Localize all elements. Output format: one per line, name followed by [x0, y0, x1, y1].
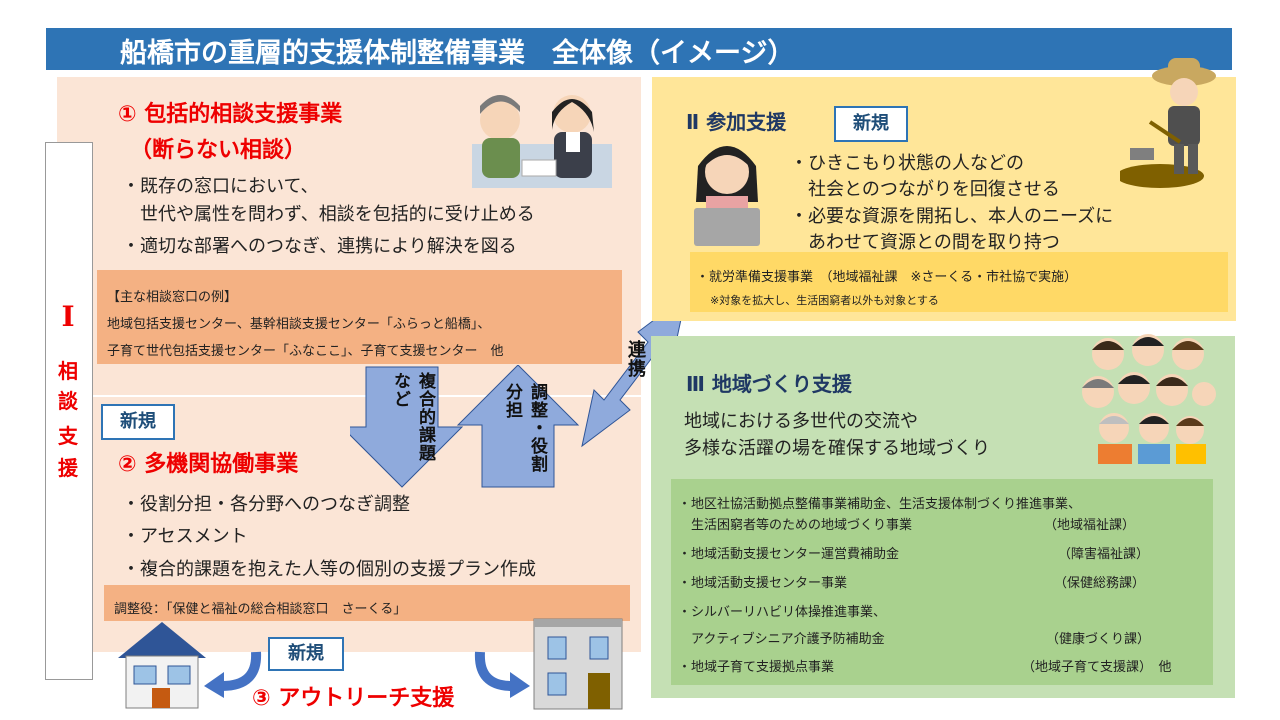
section1-bullet: ・適切な部署へのつなぎ、連携により解決を図る [122, 236, 517, 257]
program-dept: （地域子育て支援課） 他 [1022, 660, 1172, 675]
employment-support-line: ・就労準備支援事業 （地域福祉課 ※さーくる・市社協で実施） [696, 270, 1078, 285]
side-label-char: 援 [58, 456, 78, 480]
title-bar [46, 28, 1232, 70]
side-label-char: 相 [58, 359, 78, 383]
program-item: ・地区社協活動拠点整備事業補助金、生活支援体制づくり推進事業、 [678, 497, 1082, 512]
sectionIII-line: 地域における多世代の交流や [684, 411, 918, 432]
outreach-curve-arrow-right [474, 651, 530, 698]
program-item: ・シルバーリハビリ体操推進事業、 [678, 605, 887, 620]
employment-support-note: ※対象を拡大し、生活困窮者以外も対象とする [710, 294, 939, 307]
section2-bullet: ・アセスメント [122, 526, 248, 547]
box-line: 子育て世代包括支援センター「ふなここ」、子育て支援センター 他 [107, 344, 504, 359]
down-arrow-label: 複合的課題など [390, 372, 435, 462]
sectionII-bullet: ・必要な資源を開拓し、本人のニーズに [790, 206, 1114, 227]
program-dept: （地域福祉課） [1044, 518, 1136, 533]
counseling-illustration [472, 95, 612, 188]
program-dept: （健康づくり課） [1046, 632, 1151, 647]
side-label-char: 談 [58, 389, 78, 413]
new-badge: 新規 [268, 637, 344, 671]
program-item: アクティブシニア介護予防補助金 [678, 632, 885, 647]
program-item: 生活困窮者等のための地域づくり事業 [678, 518, 913, 533]
section2-heading: ② 多機関協働事業 [118, 452, 299, 477]
program-item: ・地域活動支援センター運営費補助金 [678, 547, 900, 562]
program-item: ・地域活動支援センター事業 [678, 576, 848, 591]
section2-bullet: ・役割分担・各分野へのつなぎ調整 [122, 494, 410, 515]
side-label-char: 支 [58, 424, 78, 448]
flow-arrows [350, 365, 580, 488]
sectionIII-heading: Ⅲ 地域づくり支援 [686, 372, 852, 396]
sectionII-bullet: あわせて資源との間を取り持つ [790, 232, 1060, 253]
employment-support-box [690, 252, 1228, 312]
farmer-illustration [1120, 58, 1216, 188]
down-arrow [350, 366, 464, 488]
person-laptop-illustration [694, 146, 760, 246]
coordinator-text: 調整役：「保健と福祉の総合相談窓口 さーくる」 [114, 602, 407, 617]
crowd-illustration [1082, 334, 1216, 464]
house-icon [118, 622, 206, 709]
section2-bullet: ・複合的課題を抱えた人等の個別の支援プラン作成 [122, 559, 536, 580]
section1-subheading: （断らない相談） [130, 138, 307, 163]
program-dept: （保健総務課） [1054, 576, 1146, 591]
up-arrow [456, 365, 580, 488]
new-badge: 新規 [101, 404, 175, 440]
section1-bullet: ・既存の窓口において、 [122, 176, 319, 197]
program-item: ・地域子育て支援拠点事業 [678, 660, 835, 675]
sectionII-heading: Ⅱ 参加支援 [686, 110, 787, 134]
coordinator-box [104, 585, 630, 621]
section1-heading: ① 包括的相談支援事業 [118, 102, 343, 127]
apartment-icon [533, 618, 623, 710]
coordination-arrow-label: 連携 [625, 340, 646, 378]
consultation-windows-box [97, 270, 622, 364]
side-label-box [45, 142, 93, 680]
sectionIII-line: 多様な活躍の場を確保する地域づくり [684, 438, 990, 459]
box-title: 【主な相談窓口の例】 [107, 290, 238, 305]
program-dept: （障害福祉課） [1058, 547, 1150, 562]
side-roman-numeral: Ⅰ [61, 300, 75, 333]
box-line: 地域包括支援センター、基幹相談支援センター「ふらっと船橋」、 [107, 317, 491, 332]
sectionII-bullet: ・ひきこもり状態の人などの [790, 153, 1024, 174]
outreach-curve-arrow-left [204, 651, 262, 698]
new-badge: 新規 [834, 106, 908, 142]
sectionII-bullet: 社会とのつながりを回復させる [790, 179, 1060, 200]
up-arrow-label: 調整・役割分担 [502, 383, 547, 473]
section1-bullet: 世代や属性を問わず、相談を包括的に受け止める [122, 204, 535, 225]
community-programs-box [671, 479, 1213, 685]
section3-heading: ③ アウトリーチ支援 [252, 686, 455, 711]
page-title: 船橋市の重層的支援体制整備事業 全体像（イメージ） [120, 38, 795, 69]
